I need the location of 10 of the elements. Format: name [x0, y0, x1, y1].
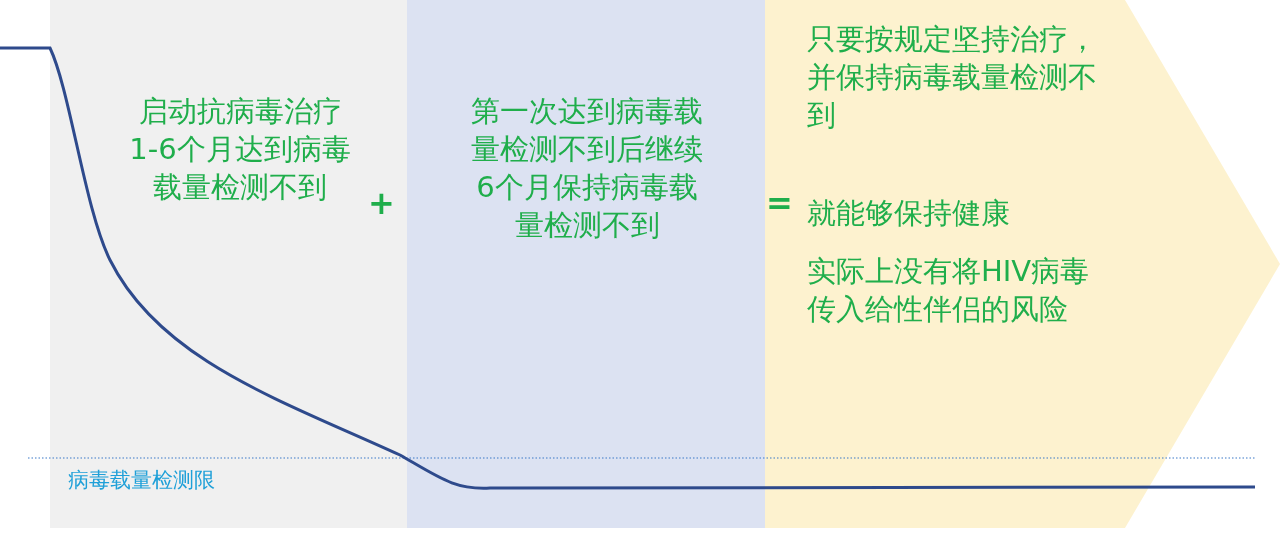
- panel-text: 第一次达到病毒载量检测不到后继续6个月保持病毒载量检测不到: [470, 93, 704, 244]
- stage-panel: [50, 0, 407, 528]
- panel-text: 就能够保持健康: [807, 195, 1011, 232]
- panel-text: 只要按规定坚持治疗，并保持病毒载量检测不到: [807, 21, 1097, 134]
- panel-text: 实际上没有将HIV病毒传入给性伴侣的风险: [807, 253, 1091, 328]
- panel-text: 启动抗病毒治疗1-6个月达到病毒载量检测不到: [128, 93, 352, 206]
- plus-sign: +: [368, 184, 395, 222]
- equals-sign: =: [766, 184, 793, 222]
- stage-panel: [407, 0, 765, 528]
- threshold-label: 病毒载量检测限: [68, 467, 215, 494]
